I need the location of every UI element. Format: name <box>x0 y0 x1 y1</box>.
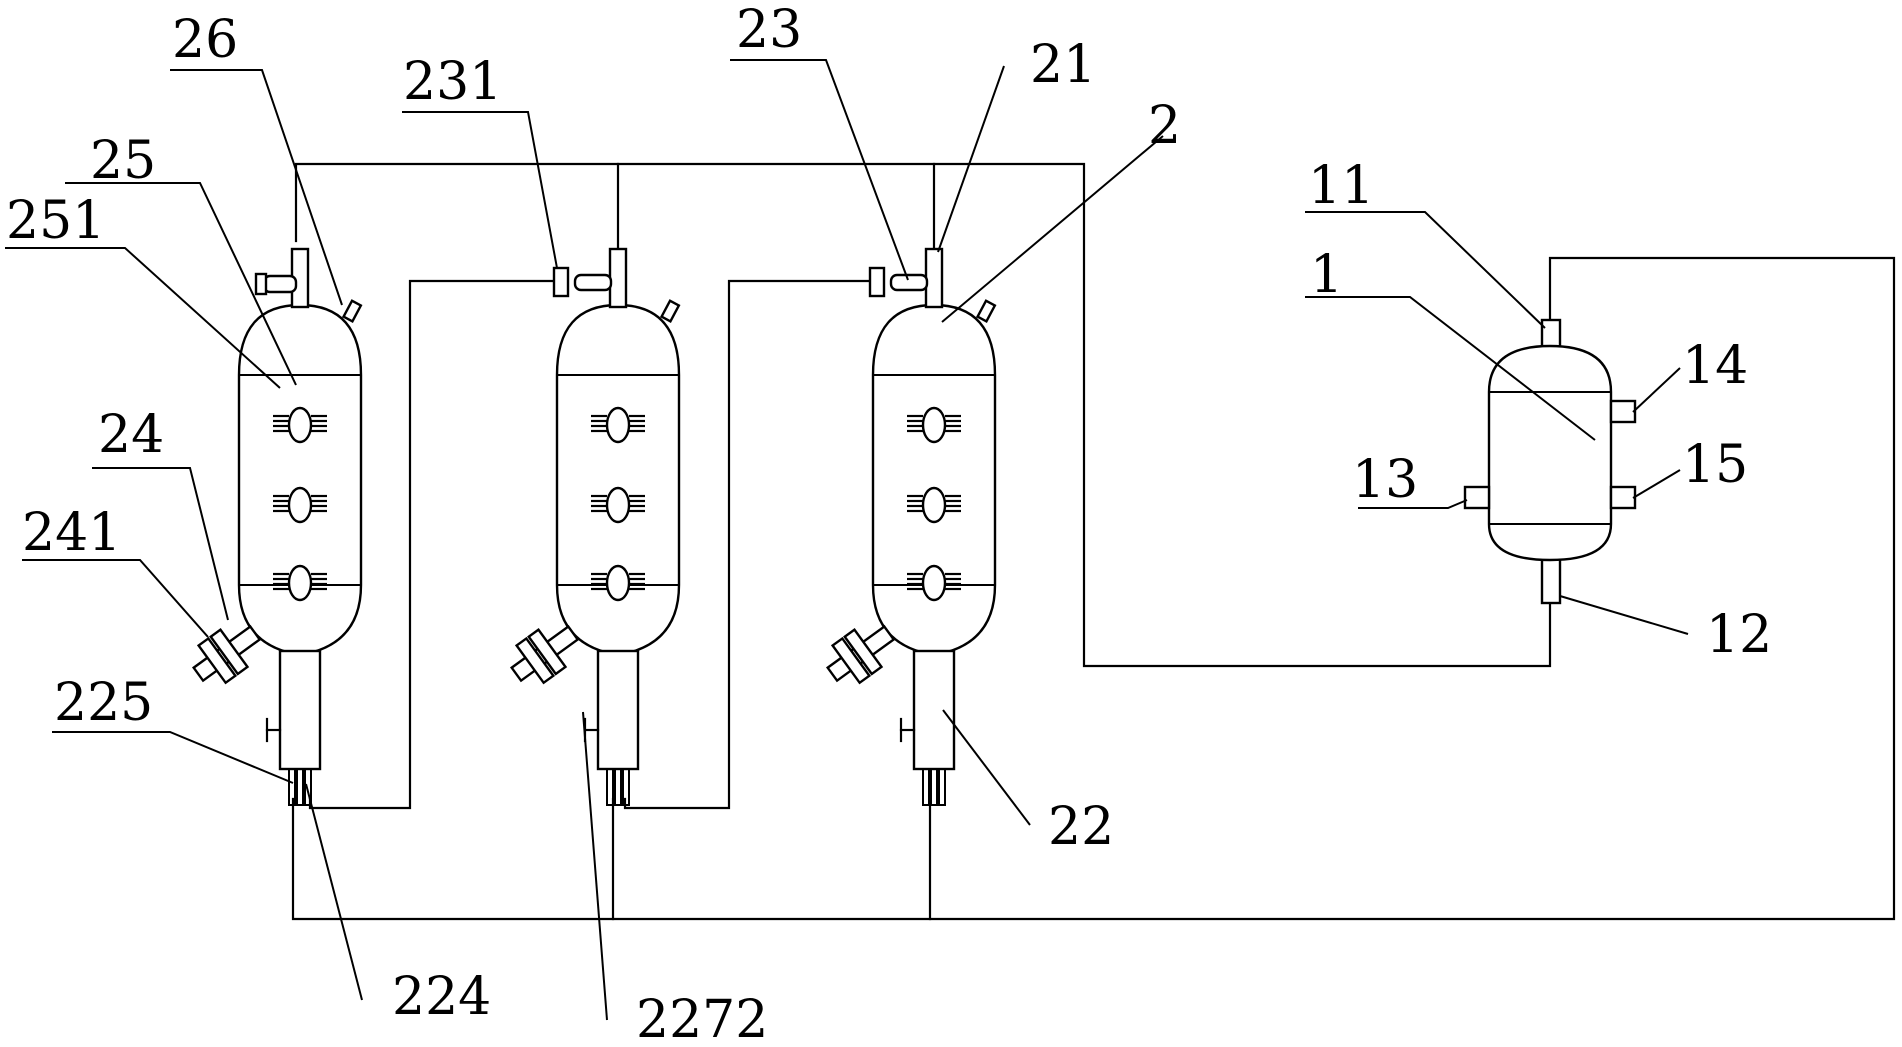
label-13: 13 <box>1352 450 1418 510</box>
label-1: 1 <box>1310 245 1343 305</box>
label-24: 24 <box>98 405 164 465</box>
reference-numerals: 26 231 23 21 2 25 251 24 241 225 224 227… <box>6 0 1772 1047</box>
valve-left-top <box>254 272 298 296</box>
label-14: 14 <box>1682 336 1748 396</box>
label-23: 23 <box>736 0 802 60</box>
label-21: 21 <box>1030 35 1096 95</box>
label-231: 231 <box>403 52 502 112</box>
label-251: 251 <box>6 191 105 251</box>
label-12: 12 <box>1706 605 1772 665</box>
leader-lines <box>5 59 1689 1021</box>
label-225: 225 <box>54 673 153 733</box>
separator-tank <box>1463 318 1637 605</box>
label-224: 224 <box>392 967 491 1027</box>
reactor-left <box>185 249 361 805</box>
reactor-middle <box>503 249 679 805</box>
label-15: 15 <box>1682 435 1748 495</box>
valve-231 <box>552 266 613 298</box>
label-25: 25 <box>90 131 156 191</box>
reactor-right <box>819 249 995 805</box>
label-11: 11 <box>1308 156 1374 216</box>
label-2: 2 <box>1148 96 1181 156</box>
label-2272: 2272 <box>636 990 768 1047</box>
label-22: 22 <box>1048 797 1114 857</box>
label-26: 26 <box>172 10 238 70</box>
valve-23 <box>868 266 929 298</box>
label-241: 241 <box>22 503 121 563</box>
